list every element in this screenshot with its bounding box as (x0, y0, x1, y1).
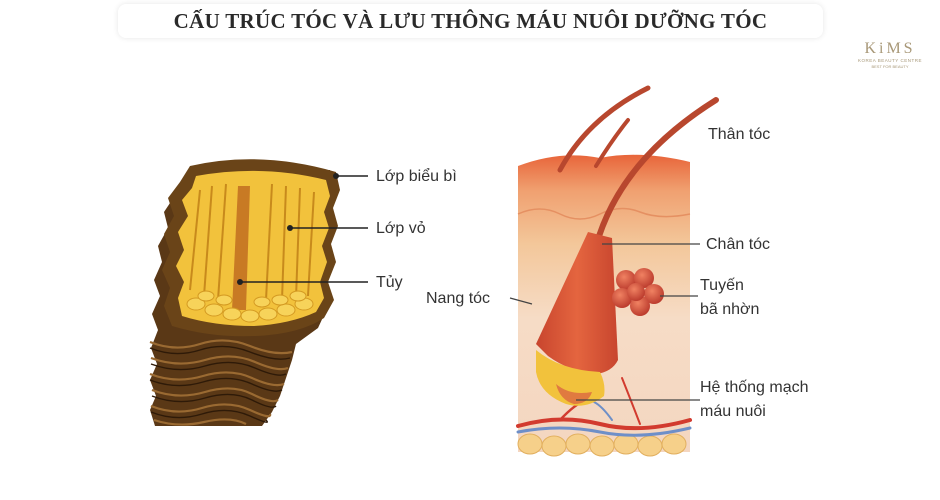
cortex-layer (176, 170, 330, 326)
logo-name: KiMS (864, 40, 916, 57)
follicle-sheath (536, 232, 618, 374)
main-hair-shaft (593, 97, 719, 249)
cross-section-cells (186, 290, 314, 323)
label-sebaceous-gland-line1: Tuyến (700, 277, 744, 294)
blood-vessels (516, 377, 692, 437)
follicle-leader-lines (509, 243, 700, 401)
page-title: CẤU TRÚC TÓC VÀ LƯU THÔNG MÁU NUÔI DƯỠNG… (173, 8, 768, 33)
label-follicle: Nang tóc (426, 290, 490, 307)
label-cortex: Lớp vỏ (376, 220, 426, 237)
hair-follicle-diagram: Thân tóc Chân tóc Tuyến bã nhờn Nang tóc… (426, 85, 809, 457)
cuticle-marker (333, 173, 339, 179)
logo-tagline: BEST FOR BEAUTY (871, 64, 909, 69)
label-hair-root: Chân tóc (706, 236, 770, 253)
label-cuticle: Lớp biểu bì (376, 167, 457, 185)
cortex-marker (287, 225, 293, 231)
cortex-fibres (189, 183, 315, 301)
sebaceous-gland (612, 268, 664, 316)
label-medulla: Tủy (376, 274, 403, 291)
label-blood-supply-line1: Hệ thống mạch (700, 379, 809, 396)
hair-bulb (536, 350, 605, 406)
kims-logo: KiMS KOREA BEAUTY CENTRE BEST FOR BEAUTY (850, 40, 930, 84)
surface-hairs (557, 85, 651, 173)
title-banner: CẤU TRÚC TÓC VÀ LƯU THÔNG MÁU NUÔI DƯỠNG… (118, 4, 823, 38)
medulla-core (232, 186, 250, 310)
label-blood-supply-line2: máu nuôi (700, 403, 766, 420)
fat-layer (517, 433, 687, 457)
shaft-leader-lines (240, 175, 368, 283)
label-hair-shaft: Thân tóc (708, 126, 770, 143)
label-sebaceous-gland-line2: bã nhờn (700, 301, 759, 318)
hair-shaft-cross-section: Lớp biểu bì Lớp vỏ Tủy (149, 159, 457, 426)
medulla-marker (237, 279, 243, 285)
logo-subtitle: KOREA BEAUTY CENTRE (858, 58, 922, 63)
cuticle-scales (149, 339, 293, 426)
